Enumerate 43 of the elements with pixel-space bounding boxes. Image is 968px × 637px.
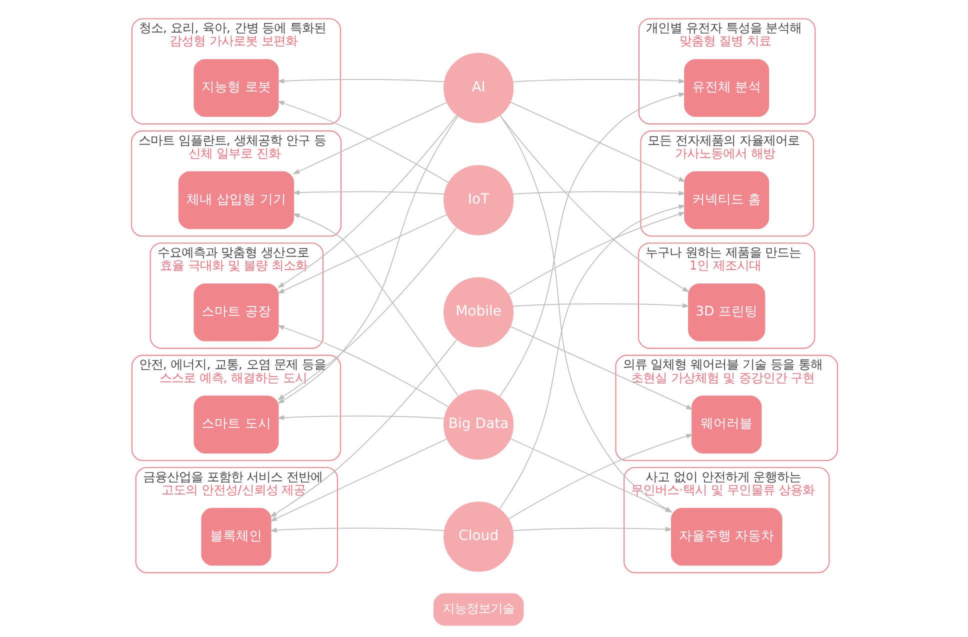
arrow [498,204,686,510]
arrow [509,438,672,512]
arrow [512,190,686,196]
node-box: 자율주행 자동차 [670,508,782,566]
arrow [498,92,686,398]
arrow [508,212,686,296]
arrow [512,303,690,308]
arrow [499,115,672,513]
arrow [292,214,458,396]
node-circle: Big Data [443,390,514,460]
node-circle: IoT [443,165,514,236]
node-circle: Cloud [443,502,514,572]
arrow [269,528,444,533]
arrow [499,115,689,292]
arrow [276,325,448,408]
arrow [276,415,444,420]
node-box: 스마트 공장 [193,283,278,342]
arrow [269,438,447,522]
node-circle: Mobile [443,277,514,348]
node-box: 블록체인 [200,508,271,566]
arrow [269,339,457,518]
node-box: 커넥티드 홈 [684,171,769,230]
arrow [512,526,672,532]
arrow [509,102,686,182]
arrow [276,214,447,294]
arrow [508,434,693,520]
arrow [512,78,686,84]
node-box: 웨어러블 [691,396,762,454]
arrow [509,326,693,410]
node-box: 3D 프린팅 [688,283,765,342]
node-circle: AI [443,52,514,124]
node-box: 유전체 분석 [684,59,769,117]
arrow [276,114,457,288]
arrow [276,116,458,404]
arrow [276,100,448,184]
node-box: 스마트 도시 [193,396,278,454]
arrow [292,102,447,174]
node-box: 지능정보기술 [432,593,524,626]
arrow [292,190,444,196]
arrow [276,78,444,84]
arrow [276,227,457,400]
node-box: 지능형 로봇 [193,59,278,117]
node-box: 체내 삽입형 기기 [178,171,294,230]
